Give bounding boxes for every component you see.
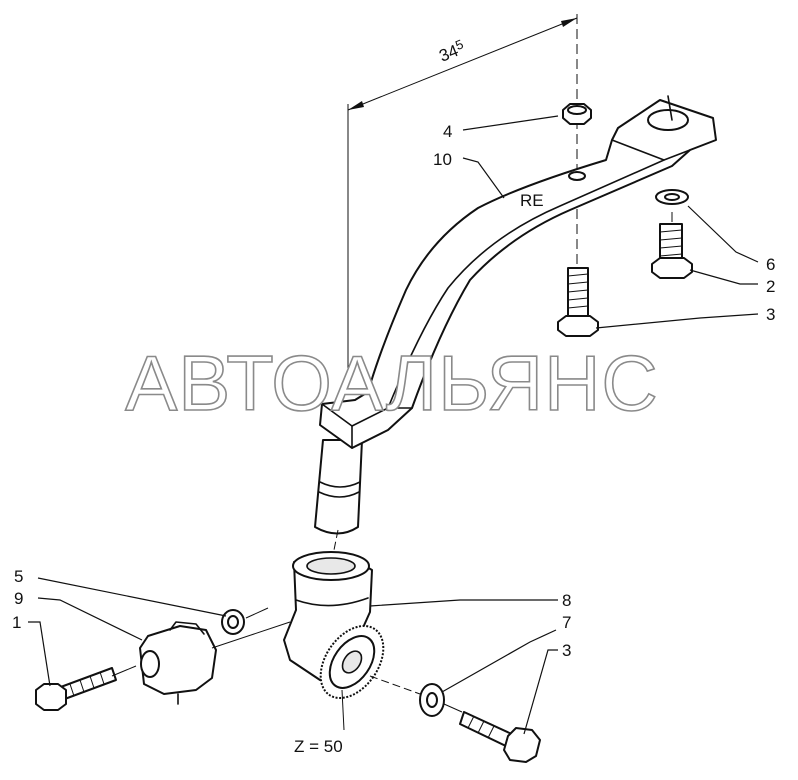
callout-7: 7 <box>562 613 571 632</box>
leader-2 <box>689 269 758 285</box>
gear-hub <box>341 650 363 674</box>
label-gear-teeth: Z = 50 <box>294 737 343 756</box>
arm-top-edge <box>387 149 691 409</box>
bolt-3-upper <box>557 267 599 337</box>
housing-bore <box>306 557 356 575</box>
arm-pin-groove <box>319 481 361 488</box>
leader-4 <box>462 115 559 131</box>
bolt-1-head <box>35 683 67 711</box>
callout-2: 2 <box>766 277 775 296</box>
dimension-line <box>347 17 578 111</box>
bolt-1 <box>35 667 117 711</box>
nut-4 <box>562 103 592 125</box>
leader-3-lower <box>523 649 558 735</box>
nut-5 <box>221 609 245 635</box>
callouts: 4 10 6 2 3 5 9 1 8 7 3 RE Z = 50 <box>12 122 775 756</box>
dimension-arrow-right <box>561 18 577 27</box>
axis-nut-5 <box>245 607 269 619</box>
arm-end-face <box>611 139 665 161</box>
bolt-2-thread <box>659 229 683 257</box>
axis-gear-washer <box>369 675 421 695</box>
axis-bolt-1 <box>111 665 137 677</box>
leader-7 <box>441 629 557 693</box>
bolt-2 <box>651 223 693 279</box>
clamp-bore <box>140 650 160 678</box>
axis-clamp <box>211 621 291 649</box>
washer-7 <box>419 683 445 717</box>
axis-gear-label <box>341 689 345 731</box>
washer-6-inner <box>664 193 680 201</box>
arm-pin-groove-2 <box>318 491 360 498</box>
arm-end-axis <box>667 95 673 121</box>
callout-9: 9 <box>14 589 23 608</box>
dimension-arrow-left <box>348 101 364 110</box>
bolt-3-upper-thread <box>567 273 589 309</box>
callout-10: 10 <box>433 150 452 169</box>
arm-base-top-face <box>321 403 413 427</box>
leader-10 <box>462 157 505 199</box>
leader-6 <box>687 205 759 263</box>
housing-edge <box>295 597 369 607</box>
callout-3-upper: 3 <box>766 305 775 324</box>
nut-4-hole <box>567 105 587 115</box>
bolt-3-upper-head <box>557 315 599 337</box>
bolt-3-lower-thread <box>467 715 495 739</box>
callout-3-lower: 3 <box>562 641 571 660</box>
steering-arm <box>314 95 717 535</box>
bolt-2-head <box>651 257 693 279</box>
leader-3-upper <box>595 313 759 329</box>
washer-7-inner <box>426 692 438 708</box>
leader-9 <box>37 597 143 641</box>
leader-8 <box>369 599 558 607</box>
bolt-3-lower-head <box>503 727 541 763</box>
callout-8: 8 <box>562 591 571 610</box>
arm-hole <box>568 171 586 181</box>
label-re: RE <box>520 191 544 210</box>
arm-end-slot <box>647 109 689 131</box>
leader-lines <box>28 115 759 735</box>
gear-z50 <box>319 624 385 700</box>
callout-4: 4 <box>443 122 452 141</box>
nut-5-hole <box>227 615 239 629</box>
clamp-body <box>139 625 217 695</box>
washer-6 <box>655 189 689 205</box>
axis-pin-housing <box>333 529 339 551</box>
leader-1 <box>28 621 51 687</box>
bolt-3-lower <box>459 711 541 763</box>
axis-washer-bolt <box>443 703 463 713</box>
center-lines <box>111 212 673 731</box>
dimension-value: 345 <box>436 36 468 65</box>
bolt-1-thread <box>69 671 105 697</box>
arm-body <box>319 99 717 449</box>
leader-5 <box>37 577 227 617</box>
callout-5: 5 <box>14 567 23 586</box>
clamp-9 <box>139 621 217 705</box>
callout-6: 6 <box>766 255 775 274</box>
clamp-slot <box>169 621 205 635</box>
callout-1: 1 <box>12 613 21 632</box>
watermark-text: АВТОАЛЬЯНС <box>125 339 659 427</box>
